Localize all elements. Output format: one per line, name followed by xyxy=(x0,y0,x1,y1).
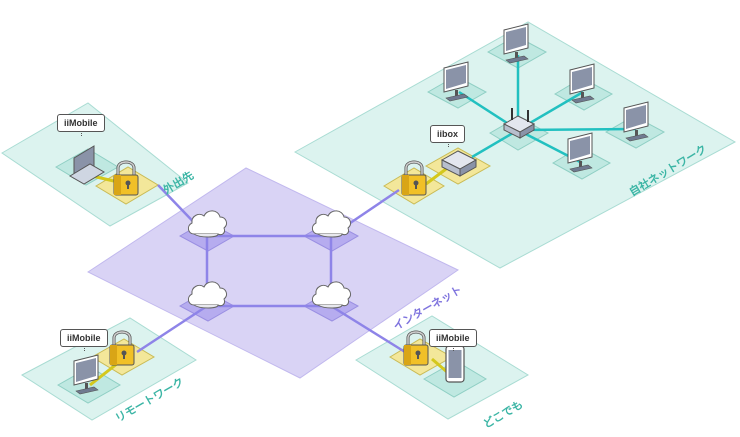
smartphone-icon xyxy=(445,345,465,383)
wifi-router-icon xyxy=(502,108,536,139)
iimobile-callout-anywhere: iiMobile xyxy=(429,329,477,351)
iimobile-callout-remote: iiMobile xyxy=(60,329,108,351)
iibox-appliance-icon xyxy=(440,150,478,177)
iimobile-callout-outside: iiMobile xyxy=(57,114,105,136)
iibox-callout: iibox xyxy=(430,125,466,147)
laptop-icon xyxy=(69,145,105,185)
zone-internet-platform xyxy=(87,167,459,379)
